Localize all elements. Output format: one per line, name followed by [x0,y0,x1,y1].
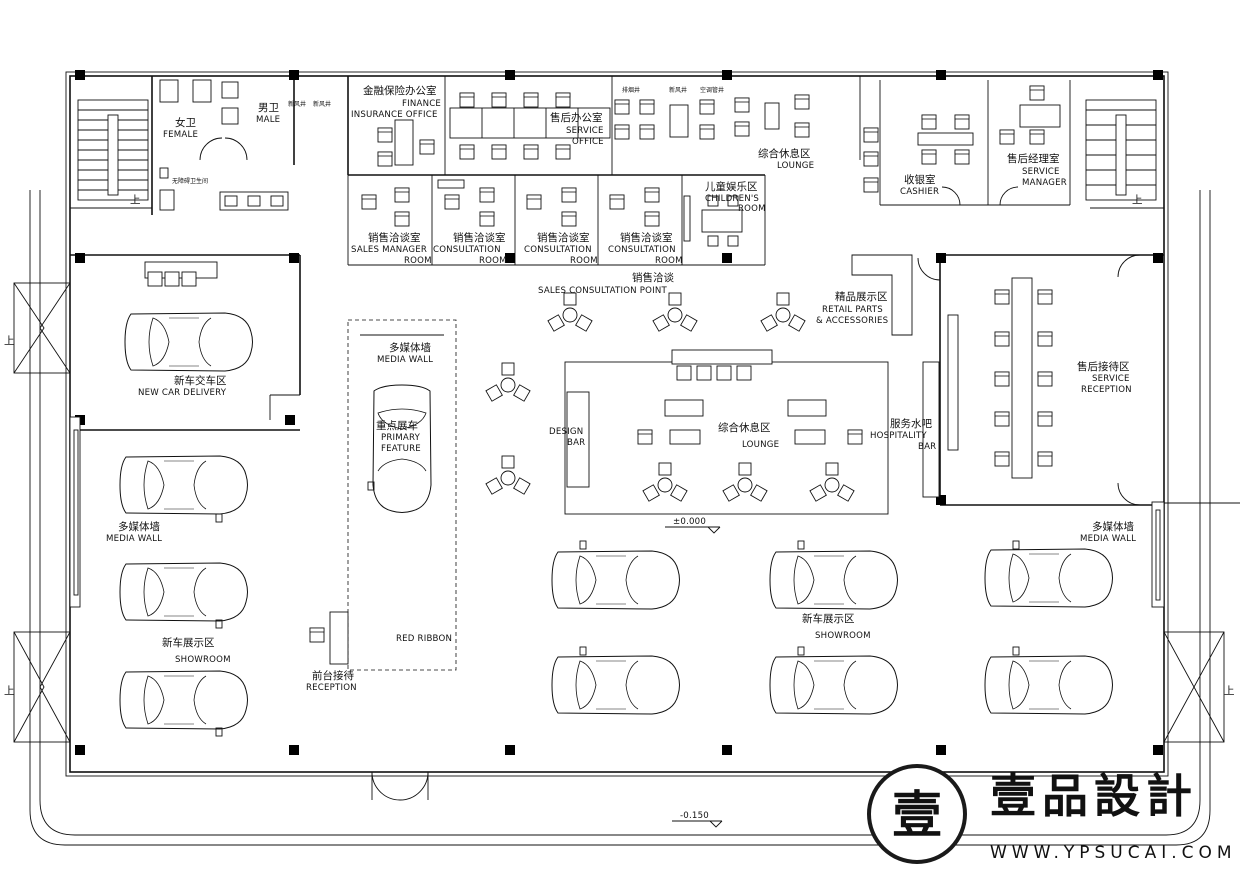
sales-room-3-en1: CONSULTATION [524,245,592,255]
stairs-right [1085,99,1157,201]
showroom-left-en: SHOWROOM [175,655,231,665]
children-label-en2: ROOM [738,204,766,214]
lounge-top-label-en: LOUNGE [777,161,814,171]
up-label-right-stair: 上 [1132,194,1143,206]
male-label-en: MALE [256,115,280,125]
retail-label-zh: 精品展示区 [835,290,888,303]
reception-label-en: RECEPTION [306,683,357,693]
ac-shaft-label: 空调管井 [700,86,724,94]
female-label-en: FEMALE [163,130,198,140]
design-bar-en2: BAR [567,438,585,448]
sales-room-2-en2: ROOM [479,256,507,266]
sales-room-4-en1: CONSULTATION [608,245,676,255]
cashier-label-en: CASHIER [900,187,939,197]
showroom-right-en: SHOWROOM [815,631,871,641]
delivery-furniture [144,261,218,287]
accessible-wc-label: 无障碍卫生间 [172,177,208,185]
up-label-left-stair: 上 [130,194,141,206]
shaft-label-1: 新风井 [288,100,306,108]
exhaust-shaft-label: 排烟井 [622,86,640,94]
shaft-label-2: 新风井 [313,100,331,108]
up-label-right-entry: 上 [1224,685,1235,697]
delivery-label-zh: 新车交车区 [174,374,227,387]
female-label-zh: 女卫 [175,116,196,129]
retail-label-en2: & ACCESSORIES [816,316,888,326]
children-label-zh: 儿童娱乐区 [705,180,758,193]
logo-url: WWW.YPSUCAI.COM [990,843,1237,863]
central-lounge [564,349,889,515]
service-manager-label-en1: SERVICE [1022,167,1060,177]
finance-label-en2: INSURANCE OFFICE [351,110,438,120]
sales-room-1-zh: 销售洽谈室 [368,231,421,244]
fresh-shaft-label: 新风井 [669,86,687,94]
service-reception-en1: SERVICE [1092,374,1130,384]
up-label-left-entry-1: 上 [4,335,15,347]
sales-room-2-en1: CONSULTATION [433,245,501,255]
logo-seal-char: 壹 [892,786,942,844]
children-label-en1: CHILDREN'S [705,194,759,204]
retail-label-en1: RETAIL PARTS [822,305,883,315]
sales-point-label-zh: 销售洽谈 [632,271,674,284]
showroom-left-zh: 新车展示区 [162,636,215,649]
sales-room-4-en2: ROOM [655,256,683,266]
service-office-label-en1: SERVICE [566,126,604,136]
level-zero-label: ±0.000 [673,517,706,527]
logo-name: 壹品設計 [990,769,1198,823]
delivery-label-en: NEW CAR DELIVERY [138,388,227,398]
red-ribbon-label: RED RIBBON [396,634,452,644]
brand-logo: 壹 壹品設計 WWW.YPSUCAI.COM [867,764,1237,864]
lounge-center-en: LOUNGE [742,440,779,450]
finance-label-zh: 金融保险办公室 [363,84,437,97]
finance-label-en1: FINANCE [402,99,441,109]
hospitality-en1: HOSPITALITY [870,431,927,441]
lounge-center-zh: 综合休息区 [718,421,771,434]
stairs-left [77,99,149,201]
service-reception-en2: RECEPTION [1081,385,1132,395]
service-manager-label-en2: MANAGER [1022,178,1067,188]
service-office-label-zh: 售后办公室 [550,111,603,124]
media-walls [69,319,1165,671]
doors [13,137,1225,801]
media-wall-right-zh: 多媒体墙 [1092,520,1134,533]
office-furniture [361,85,1061,247]
media-wall-left-en: MEDIA WALL [106,534,162,544]
sales-room-1-en1: SALES MANAGER [351,245,427,255]
sales-room-3-zh: 销售洽谈室 [537,231,590,244]
cashier-label-zh: 收银室 [904,173,936,186]
sales-point-label-en: SALES CONSULTATION POINT [538,286,667,296]
sales-room-1-en2: ROOM [404,256,432,266]
level-markers [665,502,1240,828]
lounge-top-label-zh: 综合休息区 [758,147,811,160]
primary-feature-en1: PRIMARY [381,433,421,443]
media-wall-center-zh: 多媒体墙 [389,341,431,354]
display-cars [119,312,1113,737]
media-wall-left-zh: 多媒体墙 [118,520,160,533]
outer-walls [29,71,1211,846]
male-label-zh: 男卫 [258,102,279,114]
consultation-seating [485,292,855,502]
showroom-right-zh: 新车展示区 [802,612,855,625]
service-reception-furniture [922,277,1053,498]
media-wall-right-en: MEDIA WALL [1080,534,1136,544]
design-bar-en1: DESIGN [549,427,583,437]
up-label-left-entry-2: 上 [4,685,15,697]
hospitality-zh: 服务水吧 [890,417,932,430]
service-manager-label-zh: 售后经理室 [1007,152,1060,165]
reception-label-zh: 前台接待 [312,669,354,682]
sales-room-2-zh: 销售洽谈室 [453,231,506,244]
sales-room-3-en2: ROOM [570,256,598,266]
restroom-fixtures [159,79,289,211]
service-reception-zh: 售后接待区 [1077,360,1130,373]
primary-feature-en2: FEATURE [381,444,421,454]
primary-feature-zh: 重点展车 [376,419,418,432]
media-wall-center-en: MEDIA WALL [377,355,433,365]
room-labels: 金融保险办公室 FINANCE INSURANCE OFFICE 女卫 FEMA… [4,84,1235,821]
level-minus-label: -0.150 [680,811,709,821]
service-office-label-en2: OFFICE [572,137,604,147]
sales-room-4-zh: 销售洽谈室 [620,231,673,244]
hospitality-en2: BAR [918,442,936,452]
